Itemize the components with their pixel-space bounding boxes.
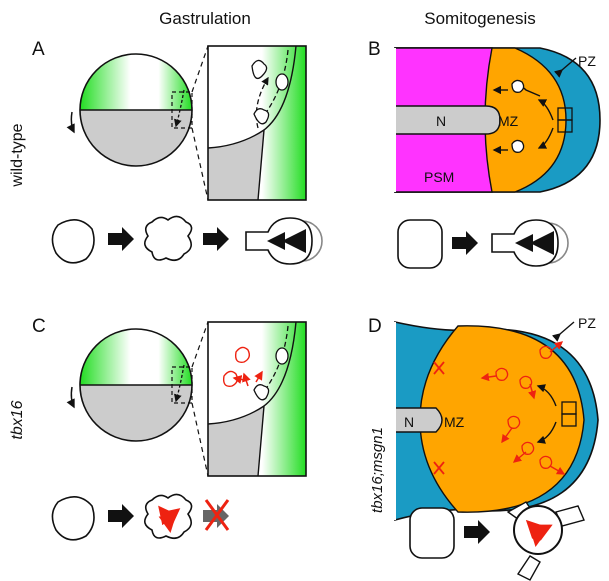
row-label-tbx16-msgn1: tbx16;msgn1 [369, 427, 386, 513]
panel-b-psm-label: PSM [424, 169, 454, 185]
panel-a-cell-shape-sequence [51, 215, 323, 265]
panel-a-embryo [66, 45, 209, 201]
panel-b-n-label: N [436, 113, 446, 129]
panel-c-cell-shape-sequence [51, 493, 230, 541]
panel-letter-a: A [32, 39, 45, 60]
panel-letter-b: B [368, 39, 381, 60]
panel-b-cell-shape-sequence [397, 219, 569, 269]
panel-b-mz-label: MZ [498, 113, 519, 129]
header-gastrulation: Gastrulation [159, 9, 251, 28]
panel-d-cell-shape-sequence [409, 501, 585, 581]
panel-d-n-label: N [404, 414, 414, 430]
header-somitogenesis: Somitogenesis [424, 9, 536, 28]
panel-c-embryo [66, 321, 209, 477]
panel-d-mz-label: MZ [444, 414, 465, 430]
row-label-tbx16: tbx16 [9, 400, 26, 439]
panel-letter-c: C [32, 316, 46, 337]
row-label-wild-type: wild-type [9, 123, 26, 187]
panel-a-zoom-box [207, 45, 307, 201]
panel-d-tailbud [394, 321, 599, 522]
panel-d-pz-label: PZ [578, 315, 596, 331]
panel-b-pz-label: PZ [578, 53, 596, 69]
panel-letter-d: D [368, 316, 382, 337]
panel-b-tailbud [394, 47, 601, 193]
panel-c-zoom-box [207, 321, 307, 477]
